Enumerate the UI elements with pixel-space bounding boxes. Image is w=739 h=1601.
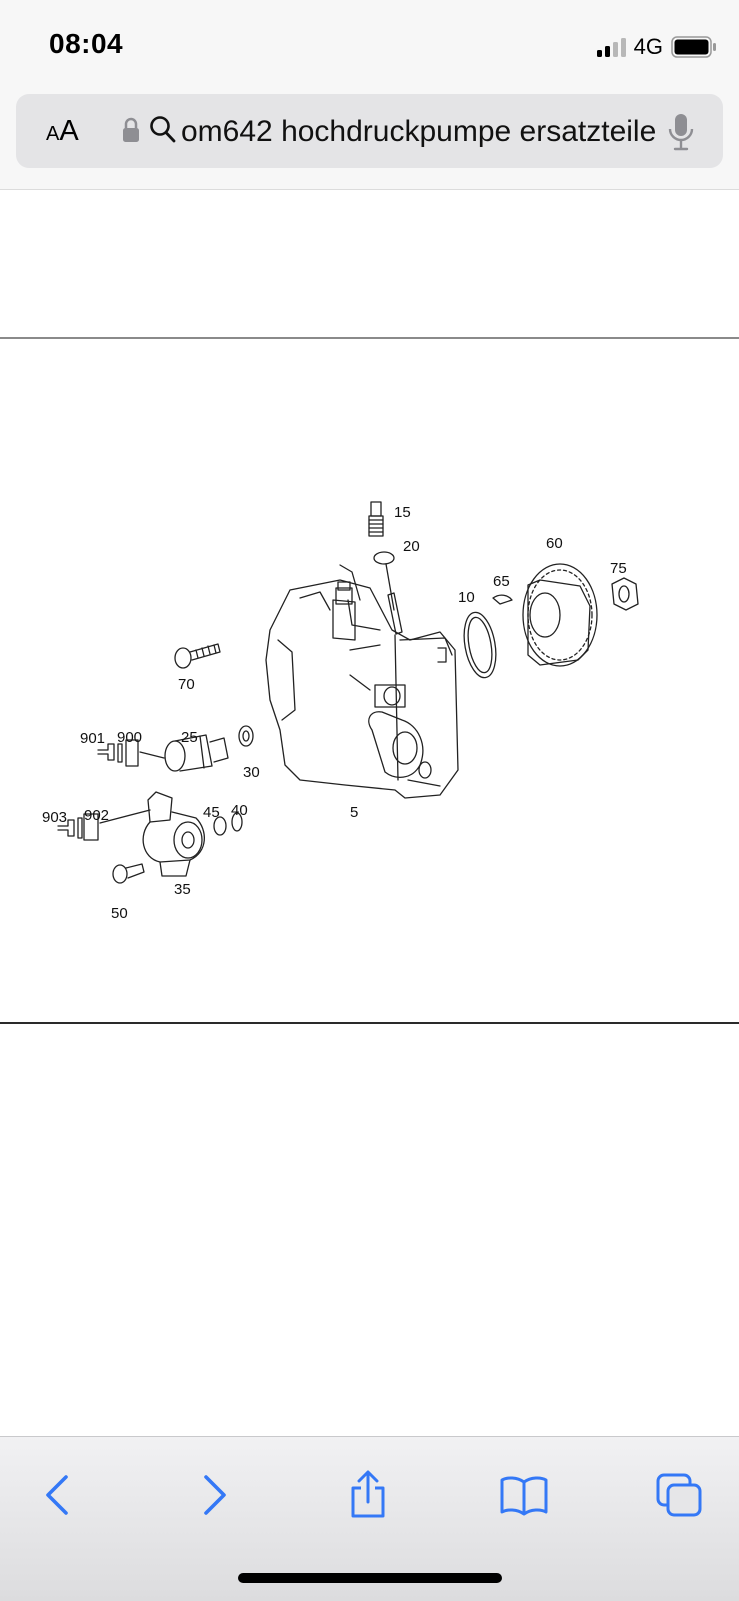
clock: 08:04 bbox=[49, 28, 124, 59]
parts-diagram: 15 20 60 75 65 10 70 901 900 25 30 903 9… bbox=[42, 501, 639, 922]
address-text[interactable]: om642 hochdruckpumpe ersatzteile bbox=[181, 115, 656, 148]
part-30-washer bbox=[238, 725, 254, 747]
forward-icon bbox=[204, 1475, 226, 1515]
part-10-o-ring bbox=[463, 611, 497, 679]
bookmarks-icon bbox=[500, 1476, 548, 1516]
status-indicators: 4G bbox=[596, 30, 717, 64]
label-25: 25 bbox=[181, 729, 198, 746]
status-bar: 08:04 4G bbox=[0, 0, 739, 90]
label-903: 903 bbox=[42, 809, 67, 826]
part-20-washer bbox=[373, 551, 395, 565]
label-15: 15 bbox=[394, 504, 411, 521]
part-902-plug bbox=[77, 813, 99, 841]
cellular-signal-icon bbox=[596, 37, 626, 57]
label-901: 901 bbox=[80, 730, 105, 747]
part-75-nut bbox=[611, 577, 639, 611]
label-900: 900 bbox=[117, 729, 142, 746]
battery-icon bbox=[671, 36, 716, 58]
share-button[interactable] bbox=[338, 1467, 398, 1523]
label-35: 35 bbox=[174, 881, 191, 898]
label-60: 60 bbox=[546, 535, 563, 552]
label-10: 10 bbox=[458, 589, 475, 606]
browser-address-area: AA om642 hochdruckpumpe ersatzteile bbox=[0, 90, 739, 190]
part-65-woodruff-key bbox=[492, 594, 513, 605]
network-type: 4G bbox=[633, 34, 663, 59]
search-icon bbox=[150, 116, 176, 143]
part-15-bolt bbox=[368, 501, 384, 537]
label-30: 30 bbox=[243, 764, 260, 781]
part-5-pump-housing bbox=[265, 564, 459, 799]
part-901-connector bbox=[97, 743, 115, 761]
label-5: 5 bbox=[350, 804, 358, 821]
part-50-screw bbox=[112, 863, 145, 884]
label-902: 902 bbox=[84, 807, 109, 824]
lock-icon bbox=[123, 117, 139, 142]
tabs-button[interactable] bbox=[649, 1467, 709, 1523]
text-size-button[interactable]: AA bbox=[46, 115, 79, 147]
part-903-connector bbox=[57, 819, 75, 837]
part-70-bolt bbox=[174, 643, 221, 669]
label-75: 75 bbox=[610, 560, 627, 577]
label-65: 65 bbox=[493, 573, 510, 590]
part-45-seal-ring bbox=[213, 816, 227, 836]
part-900-plug bbox=[117, 739, 139, 767]
home-indicator[interactable] bbox=[238, 1573, 502, 1583]
tabs-icon bbox=[656, 1473, 702, 1517]
label-45: 45 bbox=[203, 804, 220, 821]
back-button[interactable] bbox=[27, 1467, 87, 1523]
part-35-metering-valve bbox=[142, 791, 205, 877]
part-40-seal-ring bbox=[231, 812, 243, 832]
image-top-divider bbox=[0, 337, 739, 339]
part-25-pressure-sensor bbox=[164, 734, 229, 772]
back-icon bbox=[46, 1475, 68, 1515]
label-40: 40 bbox=[231, 802, 248, 819]
label-20: 20 bbox=[403, 538, 420, 555]
share-icon bbox=[351, 1470, 385, 1518]
image-bottom-divider bbox=[0, 1022, 739, 1024]
label-70: 70 bbox=[178, 676, 195, 693]
forward-button[interactable] bbox=[185, 1467, 245, 1523]
bookmarks-button[interactable] bbox=[494, 1467, 554, 1523]
microphone-icon[interactable] bbox=[666, 112, 696, 152]
label-50: 50 bbox=[111, 905, 128, 922]
address-bar[interactable]: AA om642 hochdruckpumpe ersatzteile bbox=[16, 94, 723, 168]
part-60-drive-gear bbox=[522, 563, 598, 667]
